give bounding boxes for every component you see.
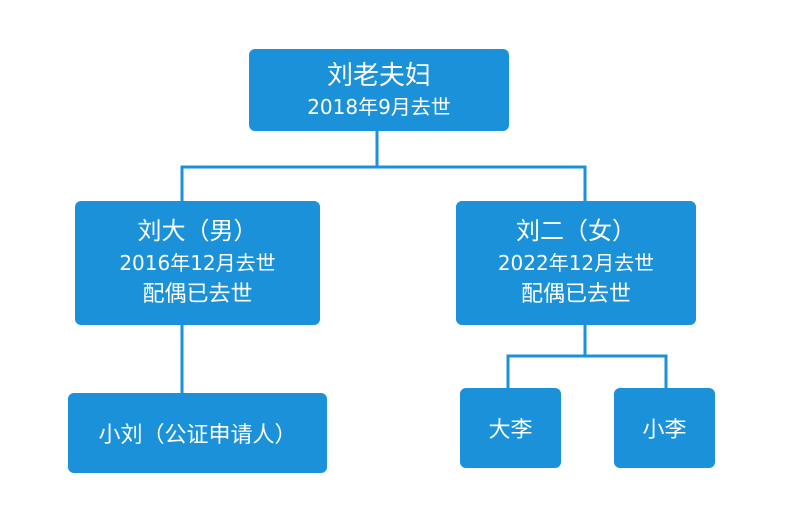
root-node: 刘老夫妇 2018年9月去世 [249,49,509,131]
right-child-name: 刘二（女） [516,217,636,245]
left-child-death-date: 2016年12月去世 [119,251,276,275]
grandchild-xiaoliu-node: 小刘（公证申请人） [68,393,327,473]
root-name: 刘老夫妇 [326,61,431,91]
grandchild-xiaoli-node: 小李 [614,388,715,468]
left-child-spouse-status: 配偶已去世 [142,282,253,307]
grandchild-dali-label: 大李 [488,418,533,443]
grandchild-dali-node: 大李 [460,388,561,468]
left-child-node: 刘大（男） 2016年12月去世 配偶已去世 [75,201,320,325]
right-child-node: 刘二（女） 2022年12月去世 配偶已去世 [456,201,696,325]
right-child-death-date: 2022年12月去世 [497,251,655,275]
grandchild-xiaoliu-label: 小刘（公证申请人） [98,423,297,448]
grandchild-xiaoli-label: 小李 [642,418,687,443]
left-child-name: 刘大（男） [137,217,258,245]
root-death-date: 2018年9月去世 [307,95,451,119]
right-child-spouse-status: 配偶已去世 [520,282,631,307]
